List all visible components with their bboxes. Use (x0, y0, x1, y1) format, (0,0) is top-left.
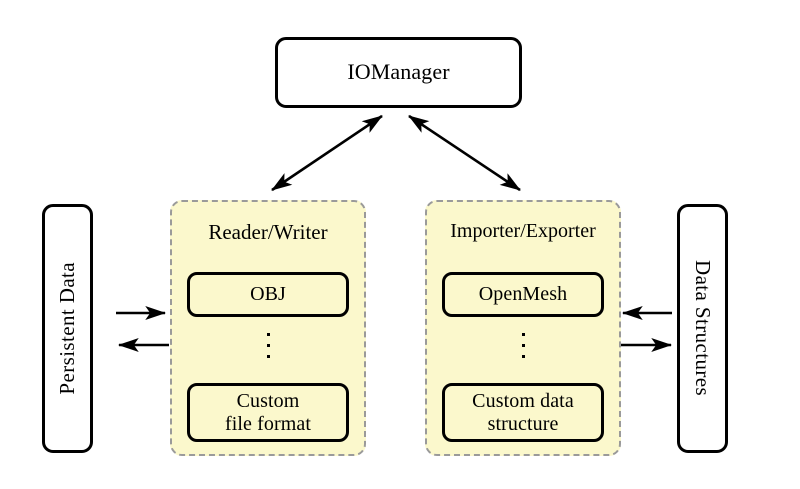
reader-writer-ellipsis-icon (172, 333, 364, 358)
persistent-data-label: Persistent Data (55, 262, 79, 395)
data-structures-label: Data Structures (691, 260, 715, 397)
node-custom-file-format-label: Custom file format (224, 390, 312, 435)
arrow-manager-importerexporter (408, 114, 521, 192)
node-custom-data-structure-label: Custom data structure (472, 390, 574, 435)
node-persistent-data[interactable]: Persistent Data (42, 204, 93, 453)
node-iomanager[interactable]: IOManager (275, 37, 522, 108)
group-importer-exporter-title: Importer/Exporter (450, 220, 596, 242)
node-openmesh-label: OpenMesh (478, 283, 568, 306)
node-custom-file-format[interactable]: Custom file format (187, 383, 349, 442)
group-reader-writer-title: Reader/Writer (208, 220, 328, 244)
group-reader-writer[interactable]: Reader/Writer OBJ Custom file format (170, 200, 366, 456)
node-obj[interactable]: OBJ (187, 272, 349, 317)
node-openmesh[interactable]: OpenMesh (442, 272, 604, 317)
group-importer-exporter[interactable]: Importer/Exporter OpenMesh Custom data s… (425, 200, 621, 456)
node-data-structures[interactable]: Data Structures (677, 204, 728, 453)
node-obj-label: OBJ (250, 283, 286, 306)
importer-exporter-ellipsis-icon (427, 333, 619, 358)
iomanager-label: IOManager (347, 59, 450, 85)
arrow-manager-readerwriter (271, 114, 383, 192)
node-custom-data-structure[interactable]: Custom data structure (442, 383, 604, 442)
